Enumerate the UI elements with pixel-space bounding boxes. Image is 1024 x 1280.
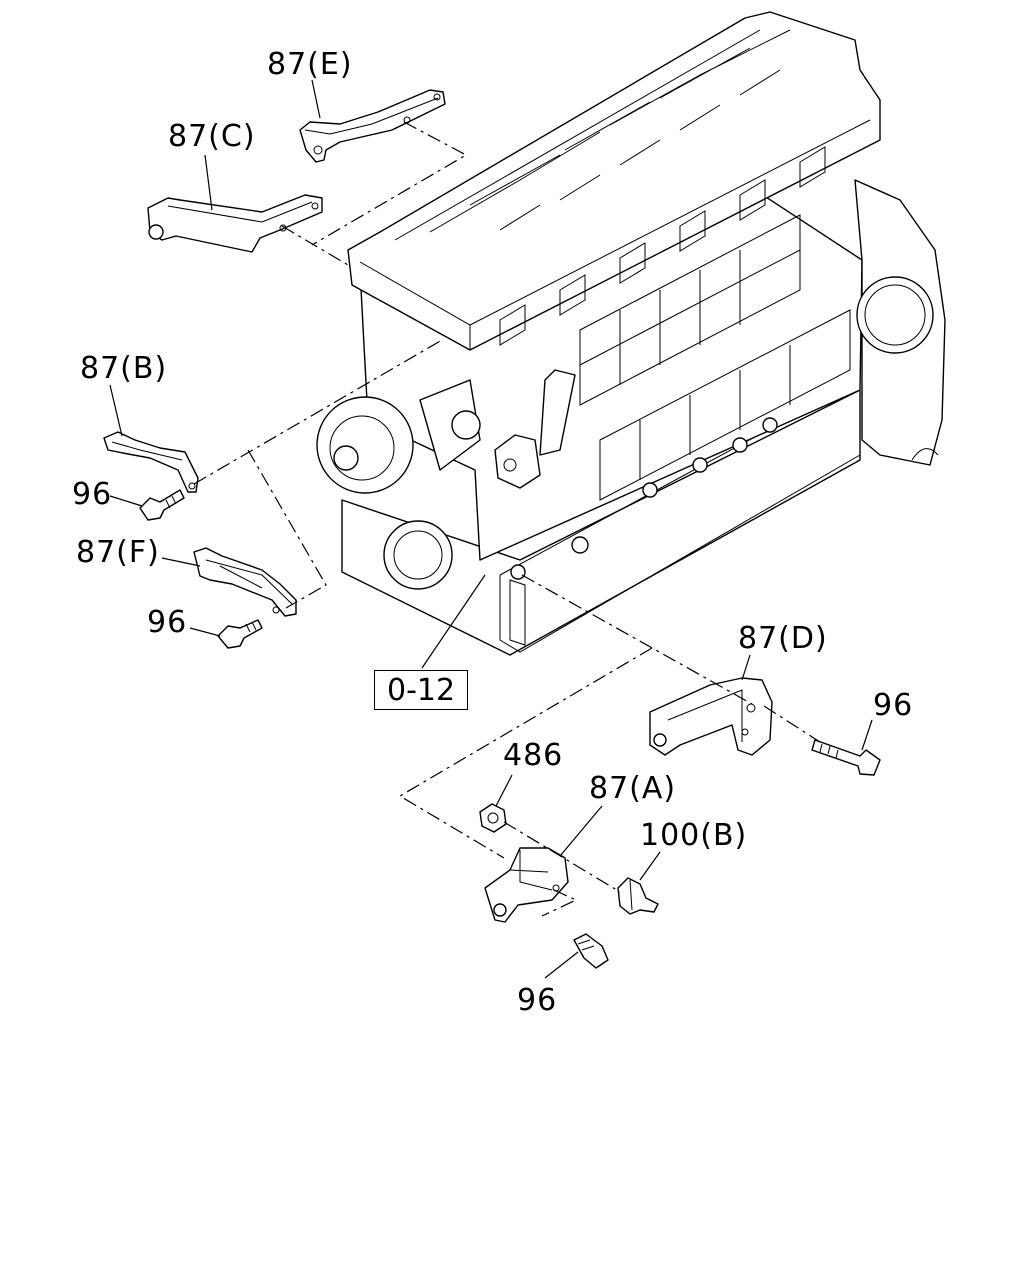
- bolt-96-right: [811, 739, 881, 776]
- bolt-96-upper: [139, 489, 185, 521]
- bolt-96-middle: [217, 619, 263, 649]
- assembly-lines: [193, 121, 821, 917]
- callout-96-lower: 96: [517, 983, 558, 1018]
- callout-486: 486: [503, 738, 564, 773]
- callout-96-right: 96: [873, 688, 914, 723]
- callout-96-middle: 96: [147, 605, 188, 640]
- bolt-96-lower: [573, 933, 609, 969]
- callout-87d: 87(D): [738, 621, 828, 656]
- callout-87b: 87(B): [80, 351, 168, 386]
- bracket-87a: [484, 847, 569, 923]
- bracket-87b: [103, 431, 199, 493]
- bracket-87c: [147, 194, 323, 253]
- sensor-100b: [617, 877, 659, 915]
- nut-486: [479, 803, 507, 833]
- bracket-87e: [299, 89, 446, 163]
- bracket-87f: [193, 547, 297, 617]
- callout-96-upper: 96: [72, 477, 113, 512]
- leader-lines: [109, 79, 873, 979]
- callout-100b: 100(B): [640, 818, 748, 853]
- bracket-87d: [649, 677, 773, 756]
- reference-box-0-12: 0-12: [374, 670, 469, 710]
- engine-block: [316, 11, 946, 656]
- callout-87f: 87(F): [76, 535, 160, 570]
- callout-87a: 87(A): [589, 771, 677, 806]
- callout-87c: 87(C): [168, 119, 256, 154]
- callout-87e: 87(E): [267, 47, 353, 82]
